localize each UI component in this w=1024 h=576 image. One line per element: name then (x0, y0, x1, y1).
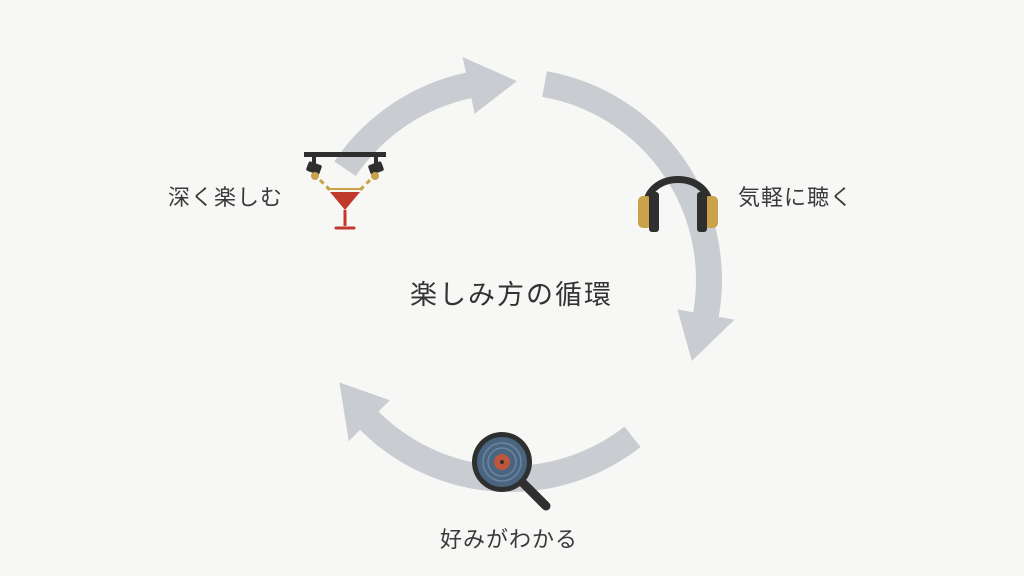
cycle-arrow-bottom (339, 382, 641, 493)
cycle-arrow-top (334, 56, 517, 176)
step-label-discover: 好みがわかる (440, 528, 579, 553)
headphones-icon (638, 176, 718, 232)
record-magnifier-icon (472, 432, 551, 511)
cocktail-spotlight-icon (304, 152, 386, 230)
diagram-title: 楽しみ方の循環 (410, 280, 613, 311)
step-label-enjoy: 深く楽しむ (168, 186, 284, 211)
step-label-listen: 気軽に聴く (738, 186, 854, 211)
arrow-ring (334, 56, 735, 493)
cycle-arrow-right (542, 71, 735, 361)
